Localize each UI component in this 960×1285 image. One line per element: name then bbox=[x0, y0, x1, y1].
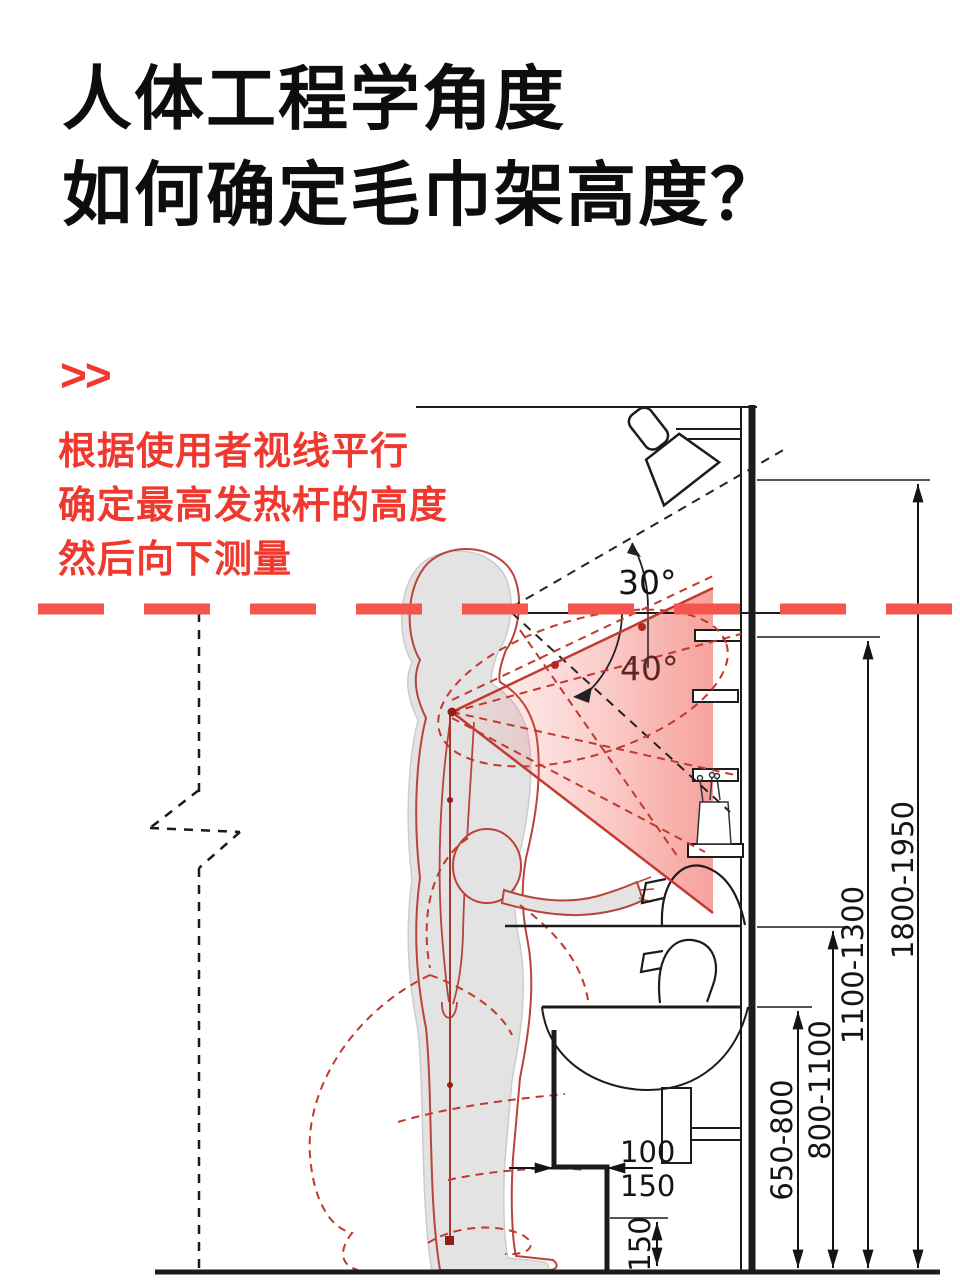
child-head bbox=[452, 828, 522, 904]
sight-lines bbox=[510, 448, 820, 813]
wall-lamp-icon bbox=[627, 406, 741, 508]
dim-label-mid-bar: 800-1100 bbox=[803, 1020, 837, 1160]
towel-bar-2 bbox=[692, 689, 739, 703]
dimensions: 1800-1950 1100-1300 800-1100 650-800 100… bbox=[509, 479, 930, 1272]
callout-line-1: 根据使用者视线平行 bbox=[58, 431, 410, 473]
arc-30-arrowhead bbox=[627, 543, 641, 557]
angle-arc-40 bbox=[585, 611, 623, 695]
reference-break-line bbox=[149, 613, 241, 1270]
child-fingers bbox=[637, 876, 655, 903]
angle-label-30: 30° bbox=[618, 563, 677, 602]
faucet-high bbox=[640, 864, 747, 926]
angle-label-40: 40° bbox=[620, 649, 679, 688]
knee-joint-dot bbox=[447, 1082, 453, 1088]
dim-label-top-bar: 1100-1300 bbox=[836, 886, 870, 1044]
adult-arm-outline bbox=[438, 721, 475, 1019]
vision-cone bbox=[452, 588, 713, 913]
drain-pipes bbox=[691, 1127, 741, 1141]
sink-unit bbox=[505, 864, 749, 1272]
dim-label-depth-upper: 100 bbox=[620, 1135, 675, 1169]
title-line-1: 人体工程学角度 bbox=[62, 60, 566, 138]
sight-line-down-40 bbox=[511, 612, 731, 813]
sight-line-up-30 bbox=[511, 448, 786, 608]
callout-chevrons-icon: >> bbox=[60, 349, 112, 401]
faucet-low bbox=[639, 938, 717, 1004]
cone-bottom-edge bbox=[451, 711, 714, 914]
callout-line-2: 确定最高发热杆的高度 bbox=[58, 485, 449, 527]
shoulder-joint-dot bbox=[447, 707, 457, 717]
arc-40-arrowhead bbox=[573, 687, 592, 703]
dim-label-wall-total: 1800-1950 bbox=[886, 801, 920, 959]
dim-label-counter: 650-800 bbox=[765, 1079, 799, 1200]
ankle-marker bbox=[445, 1236, 454, 1245]
towel-bars bbox=[687, 629, 744, 858]
reach-lines bbox=[437, 574, 742, 914]
dim-label-toe-kick: 150 bbox=[623, 1216, 657, 1271]
dim-label-depth-lower: 150 bbox=[620, 1169, 675, 1203]
callout-line-3: 然后向下测量 bbox=[58, 539, 293, 581]
adult-silhouette bbox=[400, 550, 550, 1273]
sink-basin bbox=[541, 1006, 749, 1092]
page-title: 人体工程学角度 如何确定毛巾架高度？ bbox=[62, 52, 782, 244]
cone-top-edge bbox=[451, 586, 714, 714]
sink-pedestal bbox=[661, 1087, 692, 1164]
child-figure bbox=[308, 828, 655, 1271]
child-dashed-outline bbox=[308, 837, 589, 1271]
hip-joint-dot bbox=[447, 797, 453, 803]
cabinet-profile bbox=[551, 1030, 610, 1272]
title-line-2: 如何确定毛巾架高度？ bbox=[62, 155, 782, 234]
towel-bar-4 bbox=[687, 843, 744, 858]
